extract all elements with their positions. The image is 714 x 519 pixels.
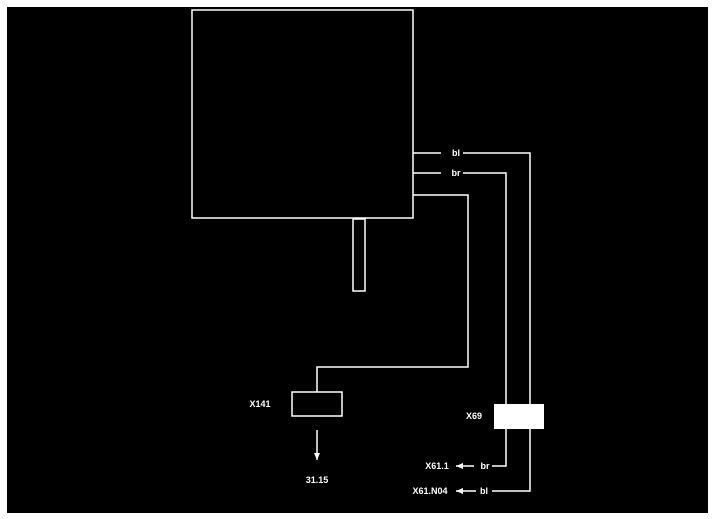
- wire-to-x141: [316, 194, 469, 392]
- x69-out-br-target: X61.1: [425, 461, 449, 471]
- main-component-box: [191, 9, 414, 219]
- x69-out-bl-line: [492, 429, 531, 492]
- wire-bl-run: [463, 152, 531, 404]
- diagram-background: [7, 7, 708, 513]
- connector-x141-label: X141: [249, 399, 270, 409]
- wire-br-label: br: [452, 168, 461, 178]
- connector-x69-label: X69: [466, 411, 482, 421]
- component-shaft: [352, 218, 366, 292]
- x69-out-br-color: br: [481, 461, 490, 471]
- wire-br-run: [463, 172, 507, 404]
- wire-bl-label: bl: [452, 148, 460, 158]
- x141-destination-label: 31.15: [306, 475, 329, 485]
- connector-x141-box: [291, 391, 343, 417]
- x69-out-bl-target: X61.N04: [412, 486, 447, 496]
- x69-out-bl-color: bl: [480, 486, 488, 496]
- connector-x69-box: [494, 404, 544, 429]
- x69-out-br-line: [492, 429, 507, 467]
